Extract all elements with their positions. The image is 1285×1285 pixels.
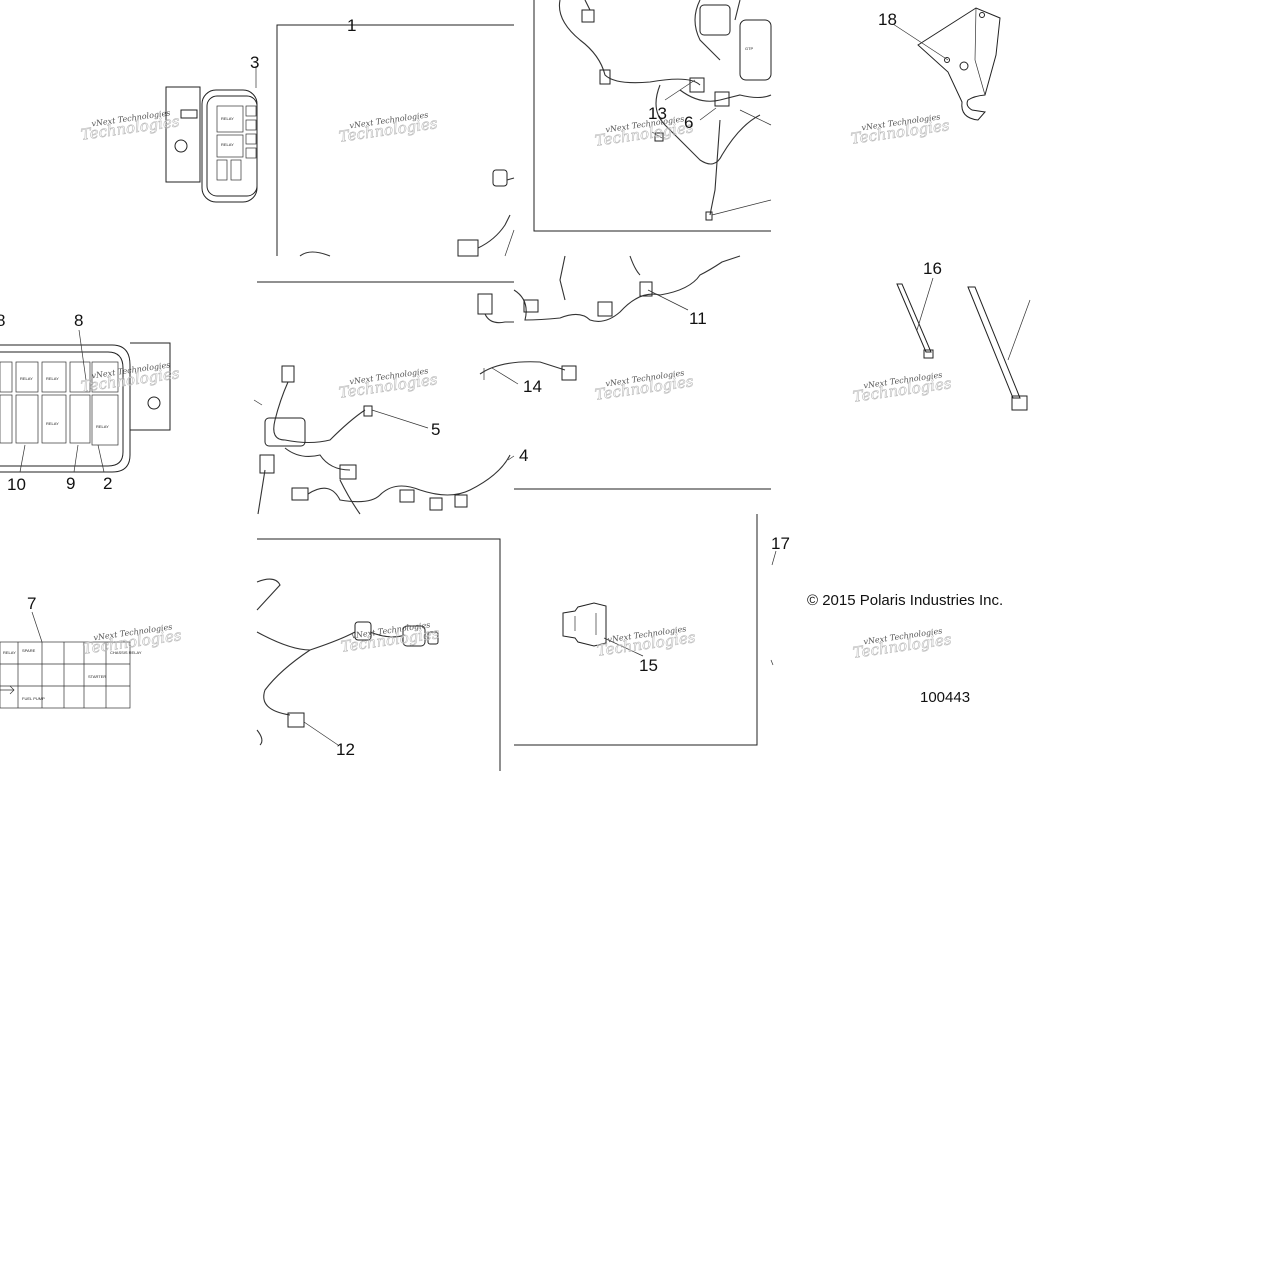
svg-text:RELAY: RELAY <box>46 421 59 426</box>
fuse-box-assembly: RELAY RELAY RELAY RELAY <box>0 329 171 473</box>
panel-frames <box>257 0 771 771</box>
callout-3: 3 <box>250 53 259 72</box>
connector-15 <box>562 550 777 666</box>
svg-text:STARTER: STARTER <box>88 674 106 679</box>
callout-14: 14 <box>523 377 542 396</box>
callout-4: 4 <box>519 446 528 465</box>
callout-10: 10 <box>7 475 26 494</box>
svg-text:CHASSIS RELAY: CHASSIS RELAY <box>110 650 142 655</box>
svg-text:RELAY: RELAY <box>96 424 109 429</box>
bracket-18 <box>892 7 1001 121</box>
callout-16: 16 <box>923 259 942 278</box>
callout-numbers: 1 3 13 6 18 16 8 8 11 14 5 4 10 9 2 17 7… <box>0 10 942 759</box>
cable-ties-16 <box>896 277 1031 411</box>
svg-text:RELAY: RELAY <box>20 376 33 381</box>
svg-text:GTP: GTP <box>745 46 754 51</box>
callout-15: 15 <box>639 656 658 675</box>
callout-12: 12 <box>336 740 355 759</box>
fuse-label-chart: RELAY SPARE FUEL PUMP STARTER CHASSIS RE… <box>0 611 142 709</box>
callout-13: 13 <box>648 104 667 123</box>
svg-text:RELAY: RELAY <box>221 142 234 147</box>
svg-text:RELAY: RELAY <box>46 376 59 381</box>
harness-panel-1 <box>299 169 515 257</box>
callout-17: 17 <box>771 534 790 553</box>
connector-block-3: RELAY RELAY <box>165 66 258 203</box>
callout-9: 9 <box>66 474 75 493</box>
callout-7: 7 <box>27 594 36 613</box>
callout-11: 11 <box>689 309 707 328</box>
harness-panel-center <box>253 255 741 515</box>
harness-panel-12 <box>256 578 439 746</box>
svg-text:SPARE: SPARE <box>22 648 36 653</box>
callout-2: 2 <box>103 474 112 493</box>
callout-6: 6 <box>684 113 693 132</box>
harness-panel-top-middle: GTP <box>558 0 772 221</box>
copyright-notice: © 2015 Polaris Industries Inc. <box>807 592 1004 609</box>
callout-5: 5 <box>431 420 440 439</box>
callout-18: 18 <box>878 10 897 29</box>
watermarks: vNext Technologies Technologies vNext Te… <box>79 108 953 662</box>
svg-text:RELAY: RELAY <box>3 650 16 655</box>
svg-text:FUEL PUMP: FUEL PUMP <box>22 696 45 701</box>
callout-1: 1 <box>347 16 356 35</box>
callout-8a: 8 <box>0 311 5 330</box>
diagram-part-number: 100443 <box>920 689 971 706</box>
callout-8b: 8 <box>74 311 83 330</box>
svg-text:RELAY: RELAY <box>221 116 234 121</box>
